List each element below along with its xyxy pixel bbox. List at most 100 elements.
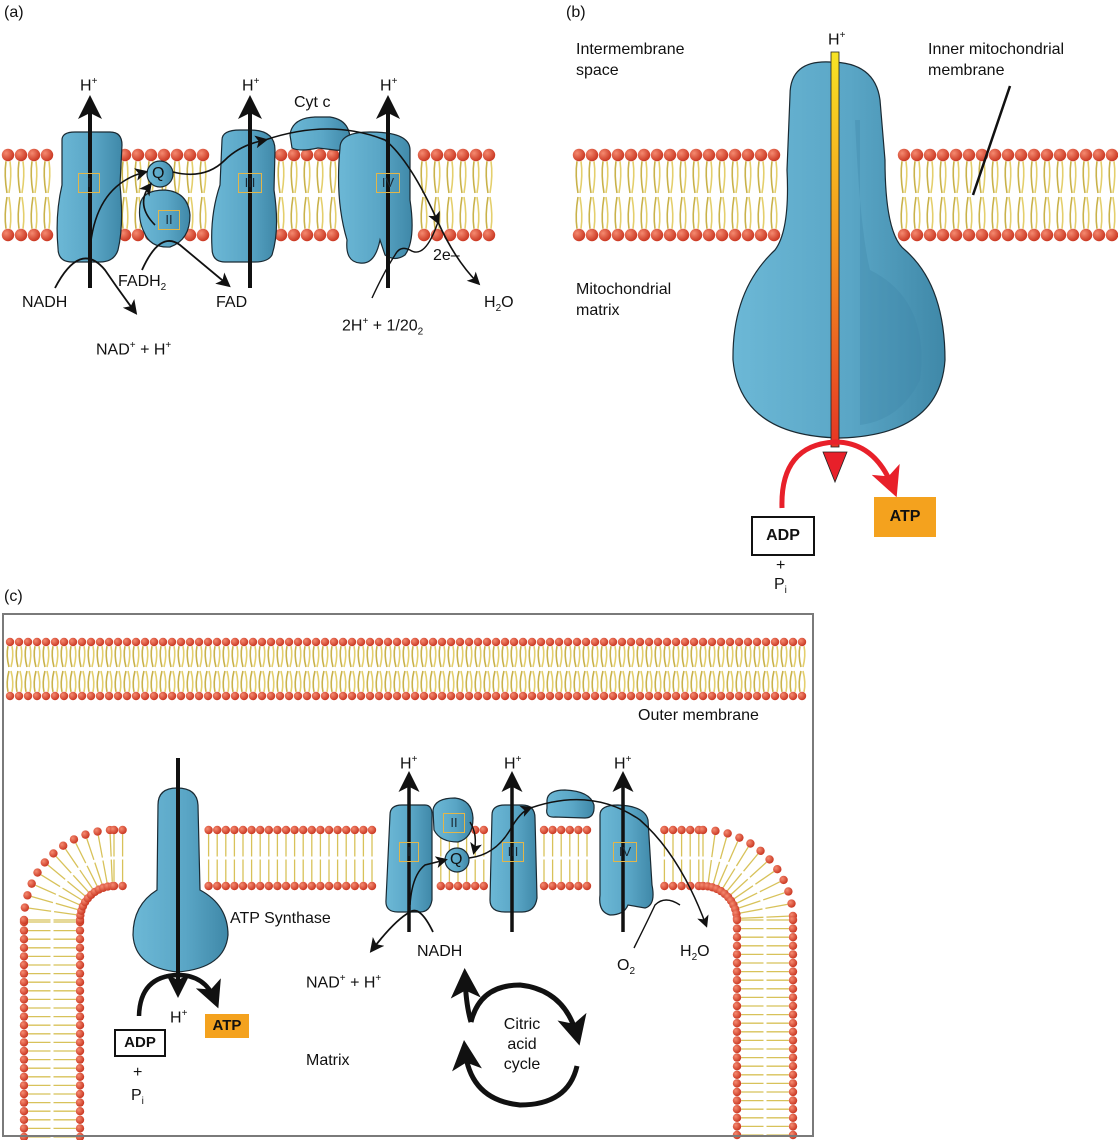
lipid-head: [196, 228, 210, 242]
lipid-head: [19, 915, 29, 925]
lipid-head: [788, 976, 798, 985]
lipid-head: [75, 978, 85, 987]
lipid-head: [326, 148, 340, 162]
water-label: H2O: [484, 294, 514, 315]
lipid-head: [342, 825, 351, 835]
lipid-head: [428, 637, 438, 647]
lipid-head: [608, 691, 618, 701]
lipid-head: [732, 958, 742, 968]
lipid-head: [788, 1010, 798, 1019]
lipid-head: [557, 881, 566, 891]
lipid-head: [779, 875, 788, 885]
lipid-head: [290, 825, 299, 835]
complex-iii-label-c: III: [502, 842, 524, 862]
lipid-head: [491, 637, 501, 647]
lipid-head: [644, 691, 654, 701]
lipid-head: [732, 1070, 742, 1080]
phosphate-label-b: Pi: [774, 576, 787, 597]
lipid-head: [1027, 148, 1041, 162]
lipid-head: [732, 1001, 742, 1011]
lipid-head: [637, 148, 651, 162]
lipid-head: [19, 978, 29, 987]
lipid-head: [20, 903, 30, 912]
lipid-head: [19, 1124, 29, 1133]
lipid-head: [725, 637, 735, 647]
lipid-head: [608, 637, 618, 647]
lipid-head: [307, 825, 316, 835]
lipid-head: [445, 881, 454, 891]
lipid-head: [527, 637, 537, 647]
lipid-head: [75, 1046, 85, 1056]
lipid-head: [598, 228, 612, 242]
panel-b-letter: (b): [566, 4, 586, 21]
lipid-head: [75, 1098, 85, 1107]
lipid-head: [19, 960, 29, 970]
lipid-head: [75, 1081, 85, 1090]
lipid-head: [788, 1087, 798, 1097]
lipid-head: [5, 637, 15, 647]
lipid-head: [273, 825, 282, 835]
lipid-head: [936, 148, 950, 162]
outer-membrane-bilayer: [5, 637, 807, 701]
electron-path-q-to-cytc-c: [468, 805, 533, 859]
lipid-head: [676, 228, 690, 242]
lipid-head: [949, 148, 963, 162]
cycle-arc-bottom: [452, 1040, 580, 1108]
lipid-head: [23, 691, 33, 701]
lipid-head: [788, 1044, 798, 1054]
lipid-head: [788, 1062, 798, 1071]
lipid-head: [599, 691, 609, 701]
lipid-head: [1105, 228, 1118, 242]
lipid-head: [1079, 228, 1093, 242]
lipid-head: [752, 691, 762, 701]
lipid-head: [732, 1096, 742, 1105]
lipid-head: [464, 691, 474, 701]
lipid-head: [686, 825, 695, 835]
complex-iii-label: III: [238, 173, 262, 193]
proton-label-c-iv: H+: [614, 754, 632, 773]
lipid-head: [668, 825, 678, 835]
lipid-head: [158, 637, 168, 647]
lipid-head: [732, 967, 742, 976]
intermembrane-space-label-1: Intermembrane: [576, 41, 685, 58]
lipid-head: [668, 881, 678, 891]
lipid-head: [300, 228, 314, 242]
lipid-head: [19, 1098, 29, 1107]
lipid-head: [539, 825, 549, 835]
lipid-head: [482, 637, 492, 647]
lipid-head: [109, 881, 119, 891]
lipid-head: [274, 148, 288, 162]
lipid-head: [637, 228, 651, 242]
lipid-head: [788, 933, 798, 942]
lipid-head: [19, 1003, 29, 1013]
nadh-oxidation-arrow-c: [369, 909, 434, 953]
lipid-head: [419, 691, 429, 701]
lipid-head: [548, 825, 557, 835]
lipid-head: [275, 637, 285, 647]
lipid-head: [788, 1079, 798, 1088]
lipid-head: [741, 148, 755, 162]
lipid-head: [230, 825, 239, 835]
lipid-head: [725, 691, 735, 701]
lipid-head: [75, 935, 85, 944]
lipid-head: [204, 881, 213, 891]
lipid-head: [122, 691, 132, 701]
lipid-head: [1066, 228, 1080, 242]
lipid-head: [329, 637, 339, 647]
lipid-head: [482, 148, 496, 162]
lipid-head: [676, 148, 690, 162]
lipid-head: [324, 881, 334, 891]
lipid-head: [417, 148, 431, 162]
lipid-head: [689, 228, 703, 242]
lipid-head: [732, 924, 742, 933]
lipid-head: [324, 825, 334, 835]
lipid-head: [455, 637, 465, 647]
lipid-head: [897, 148, 911, 162]
lipid-head: [788, 1113, 798, 1123]
lipid-head: [545, 691, 555, 701]
electron-path-nadh-to-q: [89, 168, 149, 251]
lipid-head: [338, 691, 348, 701]
lipid-head: [287, 148, 301, 162]
lipid-head: [131, 228, 145, 242]
lipid-head: [32, 637, 42, 647]
